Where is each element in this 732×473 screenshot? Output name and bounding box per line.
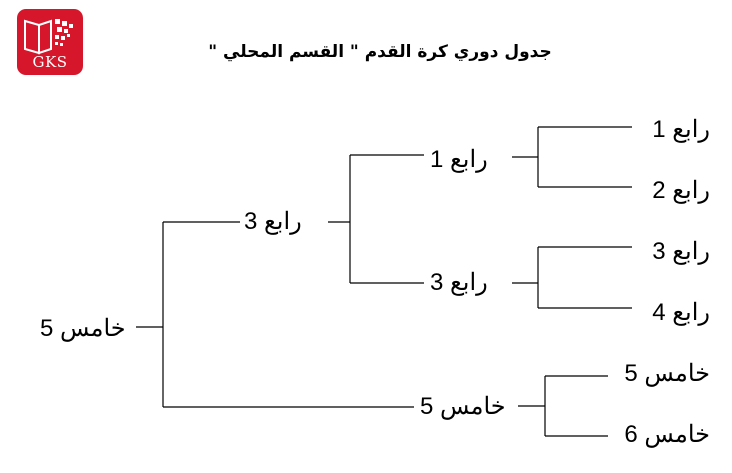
- team-r1-5: خامس 5: [624, 360, 710, 387]
- team-r1-6: خامس 6: [624, 421, 710, 448]
- team-final: خامس 5: [40, 315, 126, 342]
- gks-logo: GKS: [17, 9, 83, 75]
- team-r3-1: رابع 3: [244, 208, 302, 235]
- team-r1-3: رابع 3: [652, 238, 710, 265]
- team-r1-1: رابع 1: [652, 116, 710, 143]
- logo-text: GKS: [32, 53, 68, 71]
- team-r2-1: رابع 1: [430, 146, 488, 173]
- team-r1-2: رابع 2: [652, 177, 710, 204]
- book-icon: [24, 19, 73, 55]
- page-title: جدول دوري كرة القدم " القسم المحلي ": [208, 42, 552, 62]
- team-r2-3: خامس 5: [420, 393, 506, 420]
- team-r2-2: رابع 3: [430, 269, 488, 296]
- team-r1-4: رابع 4: [652, 299, 710, 326]
